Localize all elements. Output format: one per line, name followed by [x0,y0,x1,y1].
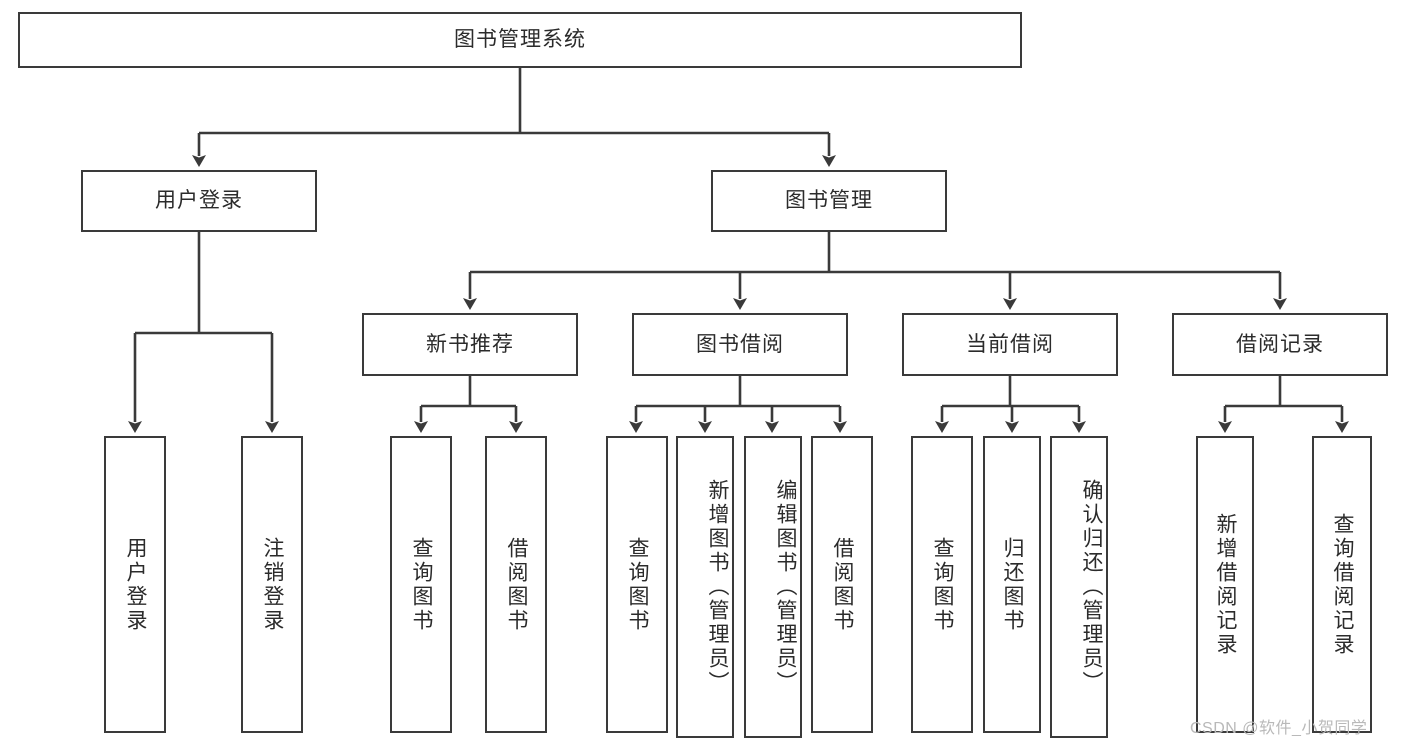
leaf-node-11: 新增借阅记录 [1196,436,1254,733]
leaf-node-10: 确认归还（管理员） [1050,436,1108,738]
leaf-node-label: 归还图书 [1001,536,1024,633]
leaf-node-label: 借阅图书 [505,536,528,633]
leaf-node-label: 查询借阅记录 [1331,512,1354,657]
level2-node-label: 借阅记录 [1236,332,1324,356]
leaf-node-label: 新增图书（管理员） [706,479,729,695]
leaf-node-2: 查询图书 [390,436,452,733]
root-node-0: 图书管理系统 [18,12,1022,68]
level2-node-label: 新书推荐 [426,332,514,356]
leaf-node-label: 借阅图书 [831,536,854,633]
leaf-node-label: 查询图书 [626,536,649,633]
leaf-node-label: 查询图书 [410,536,433,633]
level2-node-label: 图书借阅 [696,332,784,356]
level2-node-label: 当前借阅 [966,332,1054,356]
leaf-node-12: 查询借阅记录 [1312,436,1372,733]
leaf-node-label: 编辑图书（管理员） [774,479,797,695]
level1-node-0: 用户登录 [81,170,317,232]
leaf-node-5: 新增图书（管理员） [676,436,734,738]
leaf-node-label: 注销登录 [261,536,284,633]
level2-node-1: 图书借阅 [632,313,848,376]
leaf-node-4: 查询图书 [606,436,668,733]
leaf-node-3: 借阅图书 [485,436,547,733]
leaf-node-9: 归还图书 [983,436,1041,733]
level1-node-1: 图书管理 [711,170,947,232]
leaf-node-label: 查询图书 [931,536,954,633]
root-node-label: 图书管理系统 [454,28,586,52]
leaf-node-6: 编辑图书（管理员） [744,436,802,738]
leaf-node-7: 借阅图书 [811,436,873,733]
level1-node-label: 用户登录 [155,189,243,213]
leaf-node-label: 用户登录 [124,536,147,633]
leaf-node-label: 确认归还（管理员） [1080,479,1103,695]
level2-node-3: 借阅记录 [1172,313,1388,376]
leaf-node-0: 用户登录 [104,436,166,733]
level2-node-0: 新书推荐 [362,313,578,376]
level1-node-label: 图书管理 [785,189,873,213]
watermark-text: CSDN @软件_小贺同学 [1190,720,1368,737]
leaf-node-label: 新增借阅记录 [1214,512,1237,657]
leaf-node-1: 注销登录 [241,436,303,733]
level2-node-2: 当前借阅 [902,313,1118,376]
leaf-node-8: 查询图书 [911,436,973,733]
